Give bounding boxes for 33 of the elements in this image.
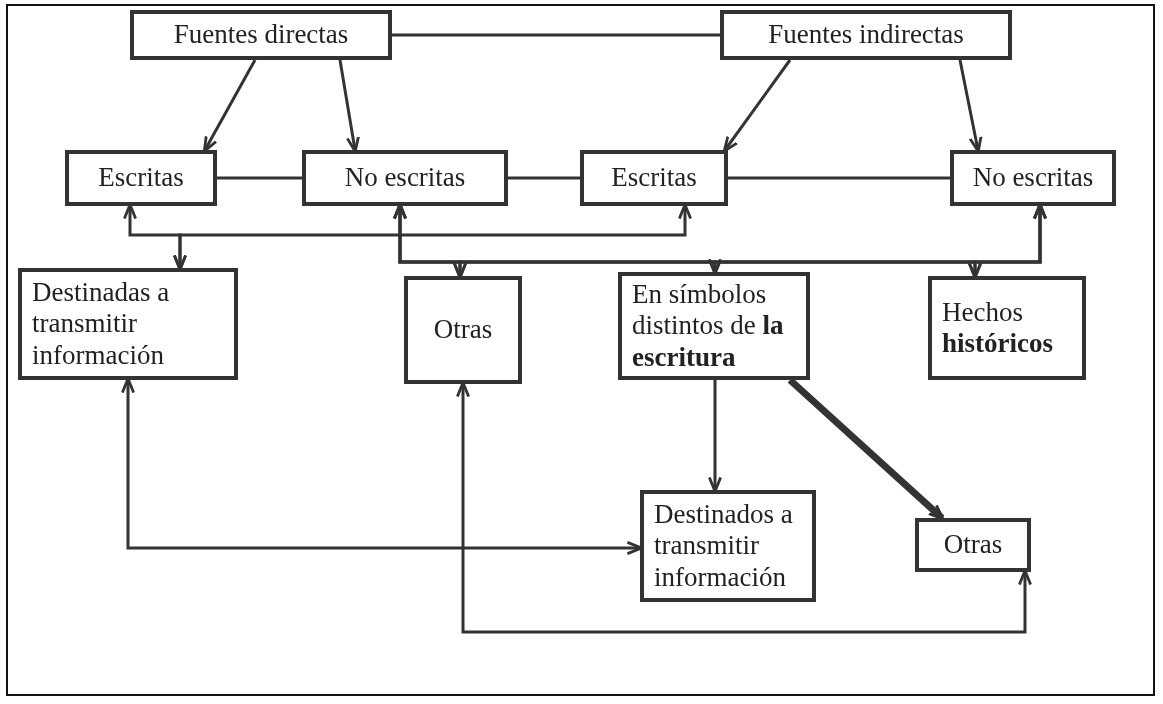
text-box bbox=[618, 272, 810, 380]
box-label: Hechos históricos bbox=[942, 296, 1054, 360]
connector-line bbox=[392, 33, 720, 37]
text-box bbox=[928, 276, 1086, 380]
text-box bbox=[302, 150, 508, 206]
box-label: Otras bbox=[943, 529, 1003, 561]
box-label: Destinados a transmitir información bbox=[654, 499, 794, 593]
text-box bbox=[950, 150, 1116, 206]
text-box bbox=[640, 490, 816, 602]
box-label: No escritas bbox=[972, 162, 1094, 194]
arrow bbox=[958, 59, 983, 153]
connector-line bbox=[217, 176, 302, 180]
box-label: En símbolos distintos de la escritura bbox=[632, 279, 785, 373]
arrow bbox=[202, 59, 257, 153]
box-label: Escritas bbox=[98, 162, 184, 194]
box-label: Otras bbox=[433, 314, 493, 346]
box-label: Fuentes directas bbox=[173, 19, 349, 51]
arrow bbox=[338, 59, 360, 153]
text-box bbox=[720, 10, 1012, 60]
box-label: Escritas bbox=[611, 162, 697, 194]
text-box bbox=[404, 276, 522, 384]
text-box bbox=[18, 268, 238, 380]
arrow bbox=[708, 380, 722, 493]
box-label: No escritas bbox=[344, 162, 466, 194]
text-box bbox=[65, 150, 217, 206]
box-label: Fuentes indirectas bbox=[768, 19, 964, 51]
text-box bbox=[130, 10, 392, 60]
arrow bbox=[722, 59, 792, 153]
box-label: Destinadas a transmitir información bbox=[32, 277, 171, 371]
text-box bbox=[580, 150, 728, 206]
connector-line bbox=[728, 176, 950, 180]
connector-line bbox=[508, 176, 580, 180]
text-box bbox=[915, 518, 1031, 572]
